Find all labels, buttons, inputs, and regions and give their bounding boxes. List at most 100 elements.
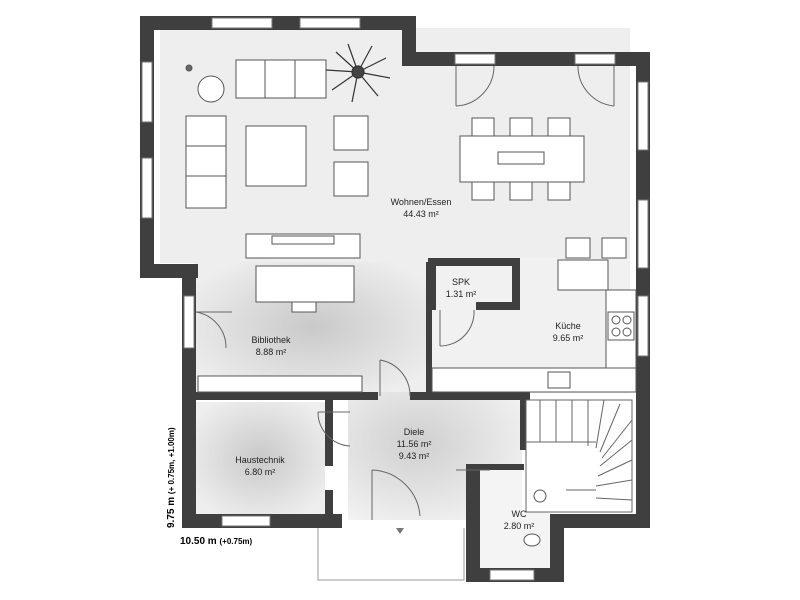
- wall-wc-left: [466, 464, 480, 582]
- room-name: Küche: [555, 321, 581, 331]
- burner: [611, 315, 621, 325]
- floor-haustechnik: [195, 402, 325, 514]
- room-name: Diele: [403, 427, 425, 437]
- chair-top-3: [547, 117, 571, 137]
- wall-bottom-right: [550, 514, 650, 528]
- wall-lib-bottom: [196, 392, 378, 400]
- chair-bottom-1: [471, 181, 495, 201]
- floor-fills: [160, 28, 632, 572]
- window-left-lib: [183, 295, 195, 349]
- counter-bottom: [431, 367, 637, 393]
- room-name: WC: [511, 509, 527, 519]
- toilet-icon: [523, 533, 541, 547]
- armchair-1: [333, 115, 369, 151]
- furniture: [185, 59, 585, 259]
- label-wc: WC 2.80 m²: [494, 508, 544, 532]
- room-name: Haustechnik: [235, 455, 285, 465]
- sink-icon: [533, 489, 547, 503]
- chair-bottom-3: [547, 181, 571, 201]
- dimension-depth-main: 9.75 m: [166, 496, 177, 528]
- window-right-1: [637, 81, 649, 151]
- coffee-table: [245, 125, 307, 187]
- sofa-top: [235, 59, 327, 99]
- tv: [271, 235, 335, 245]
- wall-haus-right: [325, 400, 333, 466]
- wall-diele-top: [410, 392, 530, 400]
- burner: [622, 327, 632, 337]
- desk-chair: [291, 301, 317, 313]
- wall-left-upper: [140, 16, 154, 278]
- lamp: [185, 64, 193, 72]
- entrance-steps: [317, 528, 465, 581]
- room-name: SPK: [451, 277, 470, 287]
- barstool-2: [601, 237, 627, 259]
- window-wc: [489, 569, 535, 581]
- label-wohnen: Wohnen/Essen 44.43 m²: [376, 196, 466, 220]
- burner: [611, 327, 621, 337]
- dimension-width-main: 10.50 m: [180, 536, 217, 547]
- dimension-width: 10.50 m (+0.75m): [180, 536, 252, 547]
- dimension-depth: 9.75 m (+ 0.75m, +1.00m): [166, 427, 177, 528]
- kitchen-island: [557, 259, 609, 291]
- window-bottom-haus: [221, 515, 271, 527]
- staircase: [525, 399, 633, 513]
- window-left-1: [141, 61, 153, 123]
- wall-stair-left: [520, 400, 526, 450]
- kitchen-furniture: [431, 237, 637, 393]
- door-spk: [439, 309, 475, 347]
- door-terrace-left: [455, 65, 495, 107]
- burner: [622, 315, 632, 325]
- room-name: Wohnen/Essen: [390, 197, 452, 207]
- door-diele-lib: [379, 359, 411, 397]
- chair-bottom-2: [509, 181, 533, 201]
- room-area: 9.65 m²: [552, 333, 584, 343]
- spk-wall-bottom: [476, 302, 520, 310]
- dimension-depth-extra: (+ 0.75m, +1.00m): [167, 427, 176, 495]
- door-haus: [317, 411, 351, 447]
- window-top-3: [454, 53, 496, 65]
- entrance-arrow: [396, 528, 404, 534]
- door-entrance: [371, 469, 421, 520]
- label-spk: SPK 1.31 m²: [436, 276, 486, 300]
- wall-right: [636, 52, 650, 528]
- label-kueche: Küche 9.65 m²: [538, 320, 598, 344]
- wc-fixtures: [523, 489, 547, 547]
- chair-top-2: [509, 117, 533, 137]
- spk-wall-left: [428, 258, 436, 310]
- armchair-2: [333, 161, 369, 197]
- window-left-2: [141, 157, 153, 219]
- window-top-4: [574, 53, 616, 65]
- room-name: Bibliothek: [251, 335, 291, 345]
- room-area: 2.80 m²: [503, 521, 535, 531]
- spk-wall-right: [512, 258, 520, 310]
- label-diele: Diele 11.56 m² 9.43 m²: [384, 426, 444, 462]
- room-area: 1.31 m²: [445, 289, 477, 299]
- window-right-2: [637, 199, 649, 269]
- chair-top-1: [471, 117, 495, 137]
- wall-wc-right: [550, 514, 564, 582]
- room-area: 8.88 m²: [255, 347, 287, 357]
- plant-leaf: [325, 43, 391, 103]
- wall-top-left: [140, 16, 415, 30]
- sink: [547, 371, 571, 389]
- wall-haus-right2: [325, 490, 333, 520]
- wall-kitchen-left: [426, 262, 432, 392]
- door-library: [195, 311, 232, 349]
- door-terrace-right: [577, 65, 615, 107]
- window-top-2: [299, 17, 361, 29]
- wall-wc-top: [466, 464, 524, 470]
- stove: [607, 311, 635, 341]
- dimension-width-extra: (+0.75m): [219, 537, 253, 546]
- label-bibliothek: Bibliothek 8.88 m²: [236, 334, 306, 358]
- barstool-1: [565, 237, 591, 259]
- bookshelf: [197, 375, 363, 393]
- wall-notch: [402, 16, 416, 66]
- stair-box: [525, 399, 633, 513]
- plant-pot: [351, 65, 365, 79]
- window-right-3: [637, 295, 649, 357]
- stair-steps: [526, 399, 633, 501]
- plant-icon: [325, 43, 391, 103]
- label-haustechnik: Haustechnik 6.80 m²: [222, 454, 298, 478]
- doors: [195, 65, 615, 520]
